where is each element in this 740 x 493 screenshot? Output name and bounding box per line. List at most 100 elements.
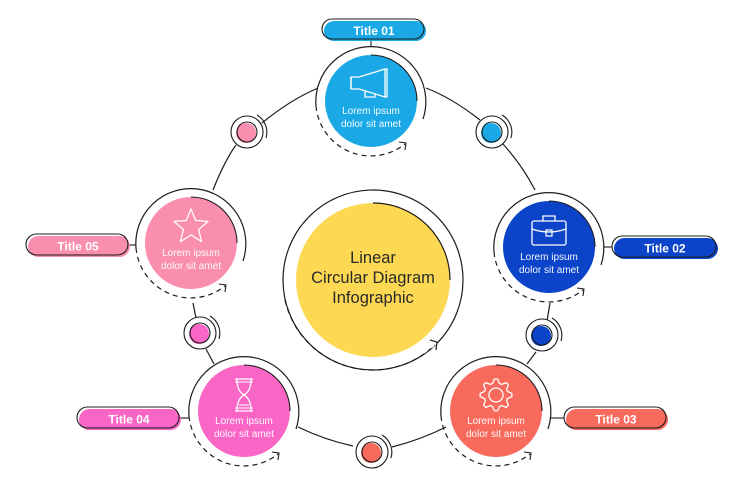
connector-node-dot: [236, 123, 256, 143]
connector-node-dot: [481, 123, 501, 143]
connector-line-2-3a: [546, 302, 551, 322]
connector-node-accent-arc: [381, 434, 393, 459]
step-description-line: Lorem ipsum: [467, 416, 525, 427]
step-accent-arc: [190, 196, 238, 244]
connector-line-4-5a: [205, 348, 215, 365]
connector-node-inner-ring: [481, 121, 503, 143]
step-title-pill[interactable]: Title 01: [321, 18, 426, 41]
connector-node: [183, 315, 221, 350]
center-title-line-1: Linear: [350, 249, 396, 267]
connector-line-4-5b: [192, 302, 197, 319]
step-title: Title 03: [595, 413, 636, 427]
center-fill: [296, 203, 450, 357]
arrow-icon: [218, 283, 227, 293]
connector-node-inner-ring: [189, 322, 211, 344]
step-title-pill[interactable]: Title 02: [611, 235, 718, 259]
step-node: Lorem ipsum dolor sit amet Title 03: [440, 356, 668, 467]
connector-node-accent-arc: [256, 114, 268, 139]
step-accent-arc: [548, 200, 596, 248]
connector-node-inner-ring: [361, 441, 383, 463]
connector-node: [525, 317, 563, 352]
step-dashed-arc: [493, 251, 584, 303]
arrow-icon: [271, 451, 280, 461]
hourglass-icon: [235, 378, 253, 412]
title-pill-outline: [321, 18, 425, 40]
step-title-pill[interactable]: Title 03: [563, 406, 668, 430]
step-accent-arc: [370, 54, 418, 102]
arrow-icon: [576, 287, 585, 297]
center-title-line-3: Infographic: [332, 289, 414, 307]
center-node: Linear Circular Diagram Infographic: [282, 189, 464, 371]
step-outer-ring: [188, 356, 300, 430]
connector-line-1-2b: [502, 143, 536, 191]
megaphone-icon: [350, 68, 388, 98]
connector-node-dot: [189, 324, 209, 344]
step-description-line: dolor sit amet: [214, 429, 274, 440]
step-fill: [325, 55, 417, 147]
title-pill-fill: [614, 238, 718, 259]
connector-node-accent-arc: [209, 315, 221, 340]
center-dashed-arc-line: [284, 299, 436, 371]
title-pill-fill: [79, 409, 181, 430]
connector-line-5-1b: [261, 87, 319, 124]
step-description-line: dolor sit amet: [519, 265, 579, 276]
step-description-line: dolor sit amet: [341, 119, 401, 130]
title-pill-fill: [324, 21, 426, 41]
connector-node-dot: [361, 443, 381, 463]
connector-node-inner-ring: [236, 121, 258, 143]
step-description-line: Lorem ipsum: [215, 416, 273, 427]
step-outer-ring: [493, 192, 605, 266]
step-node: Lorem ipsum dolor sit amet Title 01: [315, 18, 427, 157]
title-pill-outline: [611, 235, 717, 258]
center-arrow-icon: [429, 339, 438, 351]
step-dashed-arc: [188, 415, 279, 467]
center-accent-arc: [372, 202, 451, 281]
connector-node-accent-arc: [551, 317, 563, 342]
title-pill-fill: [28, 236, 130, 257]
arrow-icon: [398, 141, 407, 151]
step-dashed-arc: [135, 247, 226, 299]
step-description-line: Lorem ipsum: [162, 248, 220, 259]
connector-line-3-4a: [391, 426, 447, 448]
step-node: Lorem ipsum dolor sit amet Title 04: [76, 356, 300, 467]
briefcase-icon: [531, 215, 567, 246]
connector-line-3-4b: [297, 426, 354, 447]
connector-node: [230, 114, 268, 149]
step-accent-arc: [495, 364, 543, 412]
step-title-pill[interactable]: Title 05: [25, 233, 130, 257]
connector-line-2-3b: [526, 351, 537, 365]
step-description-line: Lorem ipsum: [520, 252, 578, 263]
step-node: Lorem ipsum dolor sit amet Title 05: [25, 188, 247, 299]
step-fill: [145, 197, 237, 289]
step-outer-ring: [440, 356, 552, 430]
step-description-line: Lorem ipsum: [342, 106, 400, 117]
step-title: Title 05: [57, 240, 98, 254]
title-pill-outline: [563, 406, 667, 429]
connector-node: [475, 114, 513, 149]
title-pill-fill: [566, 409, 668, 430]
step-node: Lorem ipsum dolor sit amet Title 02: [493, 192, 718, 303]
connector-node-accent-arc: [501, 114, 513, 139]
connector-node-inner-ring: [531, 324, 553, 346]
connector-line-1-2a: [425, 87, 481, 121]
title-pill-outline: [25, 233, 129, 256]
step-title: Title 04: [108, 413, 149, 427]
connector-line-5-1a: [212, 144, 237, 191]
step-fill: [503, 201, 595, 293]
center-title-line-2: Circular Diagram: [311, 269, 435, 287]
step-description-line: dolor sit amet: [161, 261, 221, 272]
step-outer-ring: [135, 188, 247, 262]
connector-lines: [192, 87, 551, 448]
step-title-pill[interactable]: Title 04: [76, 406, 181, 430]
connector-node-dot: [531, 326, 551, 346]
connector-node: [355, 434, 393, 469]
star-icon: [173, 208, 209, 243]
arrow-icon: [523, 451, 532, 461]
step-title: Title 02: [644, 242, 685, 256]
step-description-line: dolor sit amet: [466, 429, 526, 440]
step-dashed-arc: [440, 415, 531, 467]
step-title: Title 01: [353, 24, 394, 38]
gear-icon: [479, 378, 513, 412]
step-outer-ring: [315, 46, 427, 120]
